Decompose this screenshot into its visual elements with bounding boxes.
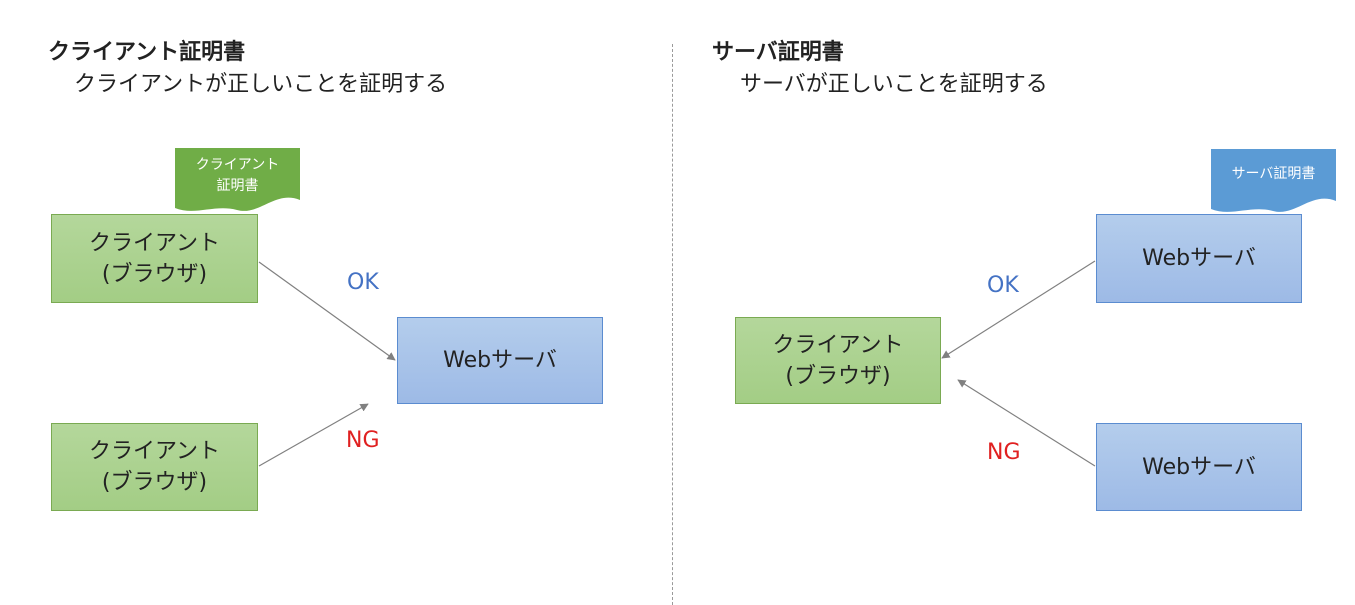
left-subtitle: クライアントが正しいことを証明する (74, 72, 448, 97)
right-subtitle: サーバが正しいことを証明する (740, 72, 1048, 97)
client-box-top: クライアント (ブラウザ) (51, 214, 258, 303)
right-title: サーバ証明書 (712, 40, 844, 65)
client-certificate-shape (175, 148, 300, 211)
client-certificate-doc: クライアント 証明書 (175, 148, 300, 218)
left-ng-arrow (258, 403, 369, 467)
right-ok-label: OK (987, 273, 1019, 298)
server-certificate-label: サーバ証明書 (1231, 166, 1316, 182)
left-ng-label: NG (346, 428, 380, 453)
client-certificate-label: クライアント 証明書 (195, 157, 280, 194)
section-divider (672, 44, 673, 605)
left-ok-label: OK (347, 270, 379, 295)
web-server-box-left: Webサーバ (397, 317, 603, 404)
right-ng-label: NG (987, 440, 1021, 465)
right-ok-arrow (941, 260, 1096, 359)
server-certificate-doc: サーバ証明書 (1211, 149, 1336, 219)
left-title: クライアント証明書 (48, 40, 246, 65)
client-box-bottom: クライアント (ブラウザ) (51, 423, 258, 511)
right-ng-arrow (957, 379, 1096, 467)
web-server-box-bottom: Webサーバ (1096, 423, 1302, 511)
web-server-box-top: Webサーバ (1096, 214, 1302, 303)
server-certificate-shape (1211, 149, 1336, 212)
client-box-right: クライアント (ブラウザ) (735, 317, 941, 404)
left-ok-arrow (258, 261, 396, 361)
